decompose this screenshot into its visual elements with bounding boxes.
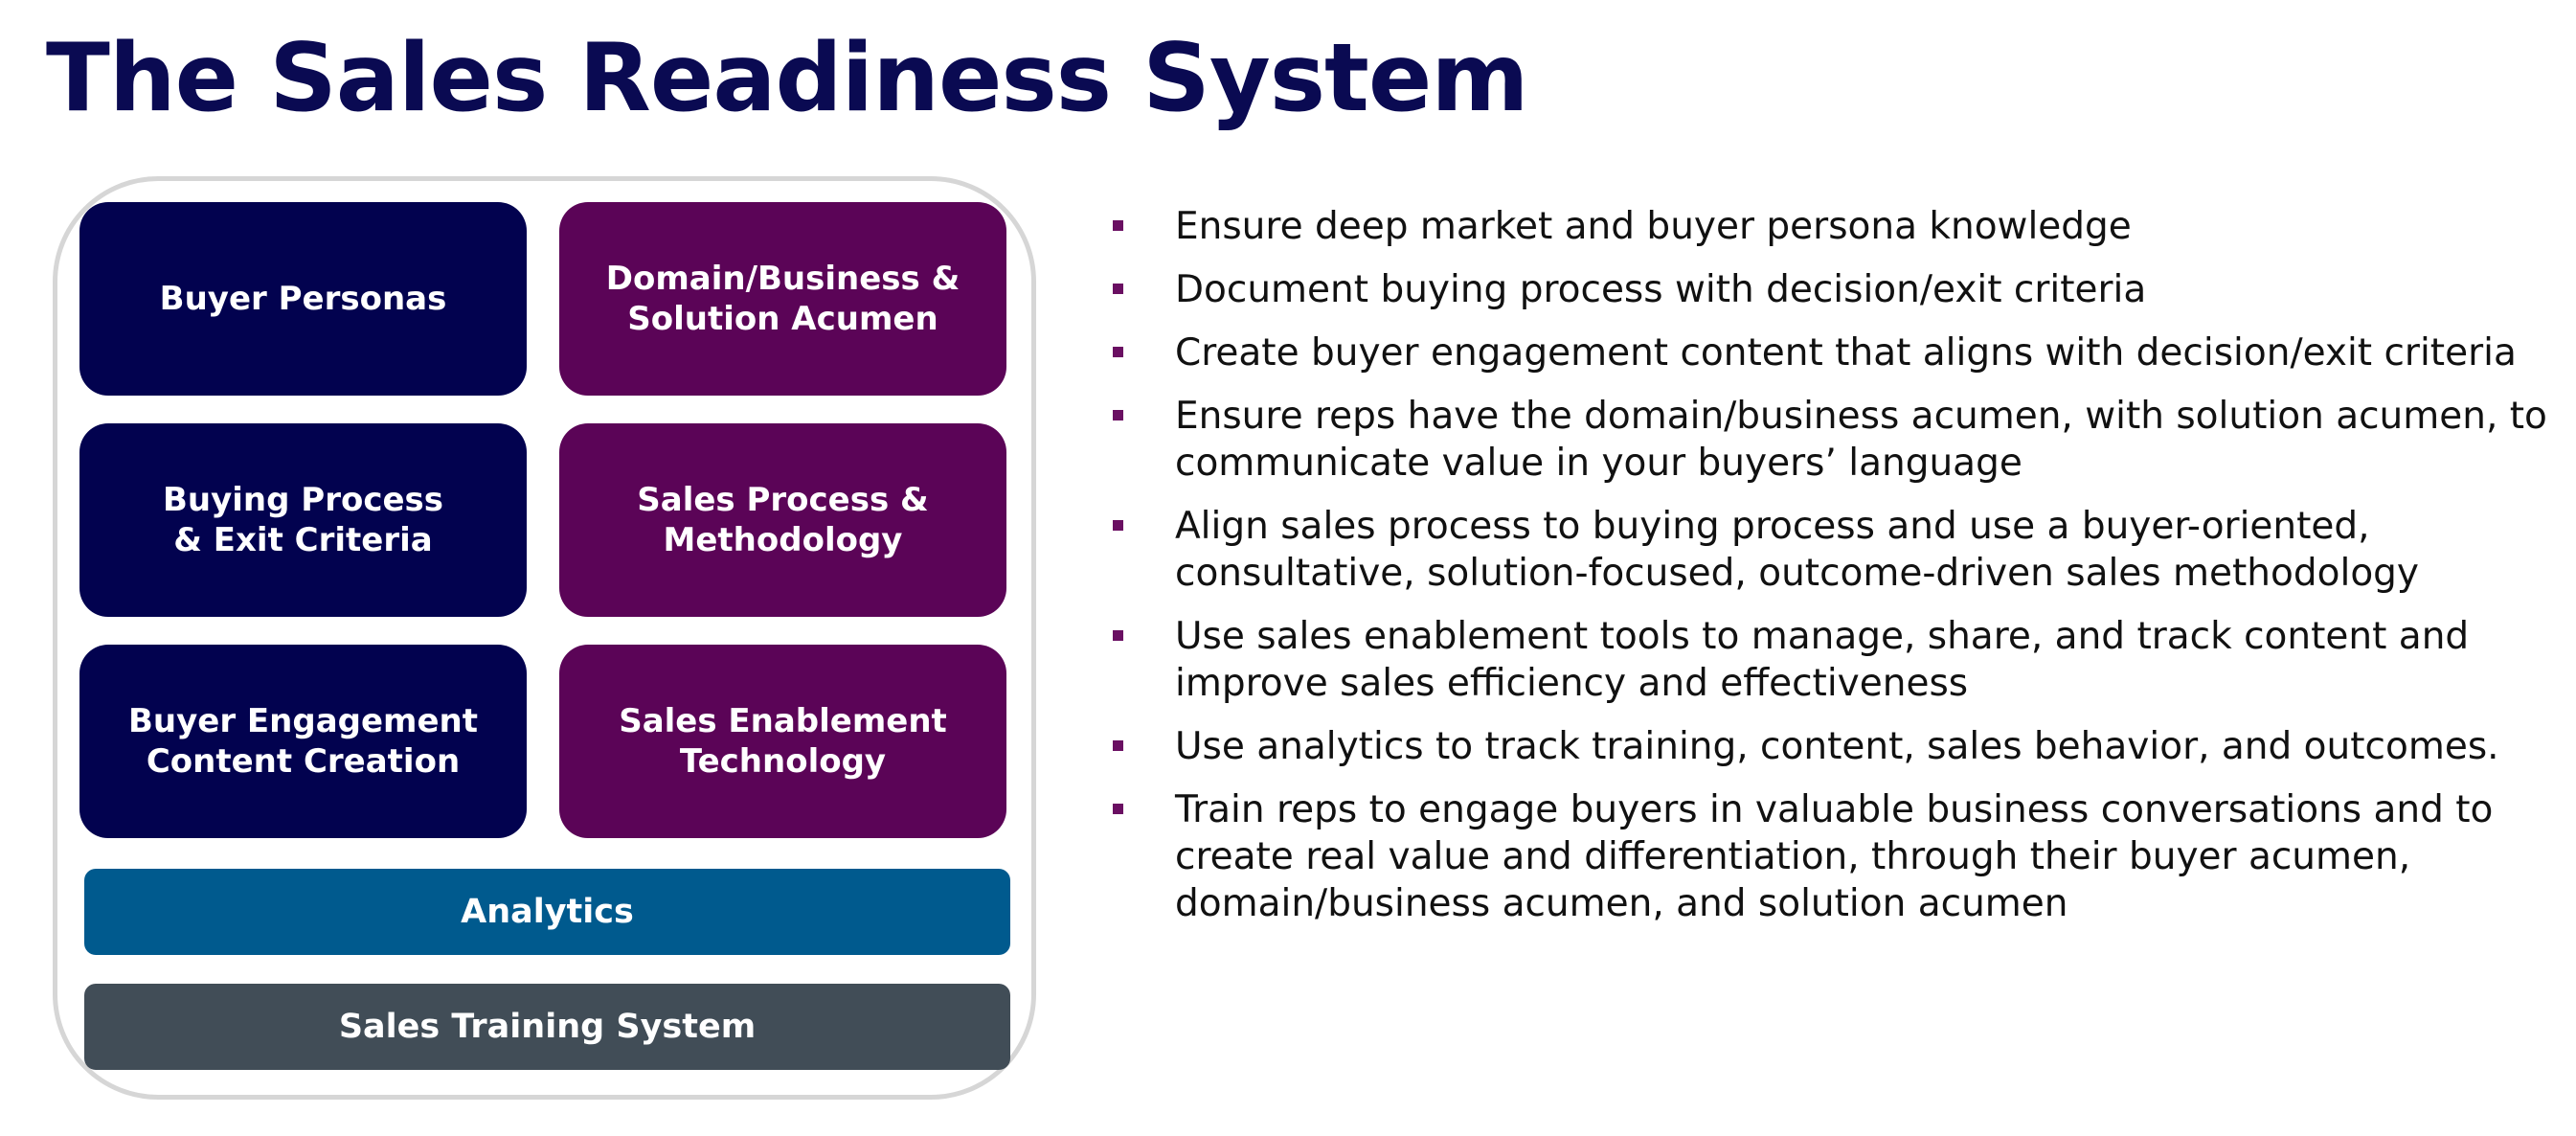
square-bullet-icon: [1113, 630, 1123, 641]
tile-sales-process-methodology: Sales Process & Methodology: [559, 423, 1006, 617]
square-bullet-icon: [1113, 284, 1123, 294]
bullet-item: Ensure reps have the domain/business acu…: [1111, 393, 2547, 487]
page-title: The Sales Readiness System: [46, 24, 1528, 133]
bullet-list: Ensure deep market and buyer persona kno…: [1111, 203, 2547, 943]
square-bullet-icon: [1113, 410, 1123, 420]
tile-sales-enablement-technology: Sales Enablement Technology: [559, 645, 1006, 838]
bullet-item: Use sales enablement tools to manage, sh…: [1111, 613, 2547, 707]
tile-buyer-engagement-content-creation: Buyer Engagement Content Creation: [79, 645, 527, 838]
sales-training-system-bar: Sales Training System: [84, 984, 1010, 1070]
tile-buyer-personas: Buyer Personas: [79, 202, 527, 396]
square-bullet-icon: [1113, 804, 1123, 814]
bullet-item: Create buyer engagement content that ali…: [1111, 329, 2547, 376]
bullet-text: Ensure reps have the domain/business acu…: [1175, 395, 2547, 485]
bullet-text: Use sales enablement tools to manage, sh…: [1175, 615, 2470, 705]
bullet-item: Train reps to engage buyers in valuable …: [1111, 786, 2547, 927]
tile-domain-business-solution-acumen: Domain/Business & Solution Acumen: [559, 202, 1006, 396]
tile-buying-process-exit-criteria: Buying Process & Exit Criteria: [79, 423, 527, 617]
square-bullet-icon: [1113, 520, 1123, 531]
square-bullet-icon: [1113, 220, 1123, 231]
diagram-outline: [53, 176, 1036, 1100]
bullet-text: Align sales process to buying process an…: [1175, 505, 2420, 595]
bullet-item: Ensure deep market and buyer persona kno…: [1111, 203, 2547, 250]
bullet-text: Use analytics to track training, content…: [1175, 725, 2499, 768]
bullet-text: Create buyer engagement content that ali…: [1175, 331, 2517, 375]
bullet-item: Align sales process to buying process an…: [1111, 503, 2547, 597]
bullet-text: Ensure deep market and buyer persona kno…: [1175, 205, 2132, 248]
bullet-text: Train reps to engage buyers in valuable …: [1175, 788, 2494, 925]
square-bullet-icon: [1113, 347, 1123, 357]
bullet-text: Document buying process with decision/ex…: [1175, 268, 2147, 311]
analytics-bar: Analytics: [84, 869, 1010, 955]
bullet-item: Use analytics to track training, content…: [1111, 723, 2547, 770]
bullet-item: Document buying process with decision/ex…: [1111, 266, 2547, 313]
square-bullet-icon: [1113, 740, 1123, 751]
